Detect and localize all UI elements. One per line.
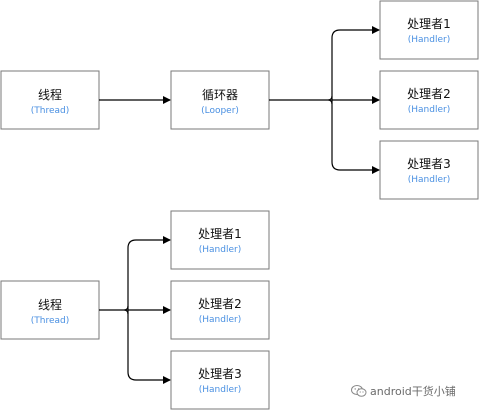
- top-thread-title: 线程: [38, 87, 62, 102]
- top-handler-box-2: 处理者2 (Handler): [379, 70, 479, 130]
- arrow-looper-to-handler-3: [331, 161, 380, 174]
- top-handler-1-sub: (Handler): [408, 35, 450, 45]
- bottom-thread-title: 线程: [38, 297, 62, 312]
- bottom-handler-box-3: 处理者3 (Handler): [170, 350, 270, 410]
- top-handler-box-1: 处理者1 (Handler): [379, 0, 479, 60]
- bottom-handler-box-2: 处理者2 (Handler): [170, 280, 270, 340]
- bottom-thread-box: 线程 (Thread): [0, 280, 100, 340]
- bottom-handler-box-1: 处理者1 (Handler): [170, 210, 270, 270]
- bottom-handler-3-sub: (Handler): [199, 385, 241, 395]
- bottom-brace-tip: [123, 305, 129, 315]
- top-thread-box: 线程 (Thread): [0, 70, 100, 130]
- top-handler-3-sub: (Handler): [408, 175, 450, 185]
- top-handler-1-title: 处理者1: [407, 17, 451, 31]
- wechat-icon: [351, 385, 367, 397]
- arrow-looper-to-handler-1: [331, 26, 380, 39]
- bottom-handler-2-sub: (Handler): [199, 315, 241, 325]
- bottom-handler-1-title: 处理者1: [198, 227, 242, 241]
- watermark-text: android干货小铺: [370, 385, 456, 398]
- top-thread-sub: (Thread): [31, 106, 70, 116]
- bottom-handler-2-title: 处理者2: [198, 297, 242, 311]
- top-looper-sub: (Looper): [201, 106, 239, 116]
- top-handler-2-sub: (Handler): [408, 105, 450, 115]
- bottom-handler-1-sub: (Handler): [199, 245, 241, 255]
- watermark: android干货小铺: [351, 383, 456, 399]
- bottom-thread-sub: (Thread): [31, 316, 70, 326]
- top-handler-2-title: 处理者2: [407, 87, 451, 101]
- top-handler-box-3: 处理者3 (Handler): [379, 140, 479, 200]
- top-handler-3-title: 处理者3: [407, 157, 451, 171]
- arrow-thread-to-handler-3: [127, 371, 171, 384]
- arrow-thread-to-handler-1: [127, 236, 171, 249]
- top-looper-title: 循环器: [202, 88, 238, 102]
- bottom-handler-3-title: 处理者3: [198, 367, 242, 381]
- top-brace-tip: [327, 95, 333, 105]
- top-looper-box: 循环器 (Looper): [170, 70, 270, 130]
